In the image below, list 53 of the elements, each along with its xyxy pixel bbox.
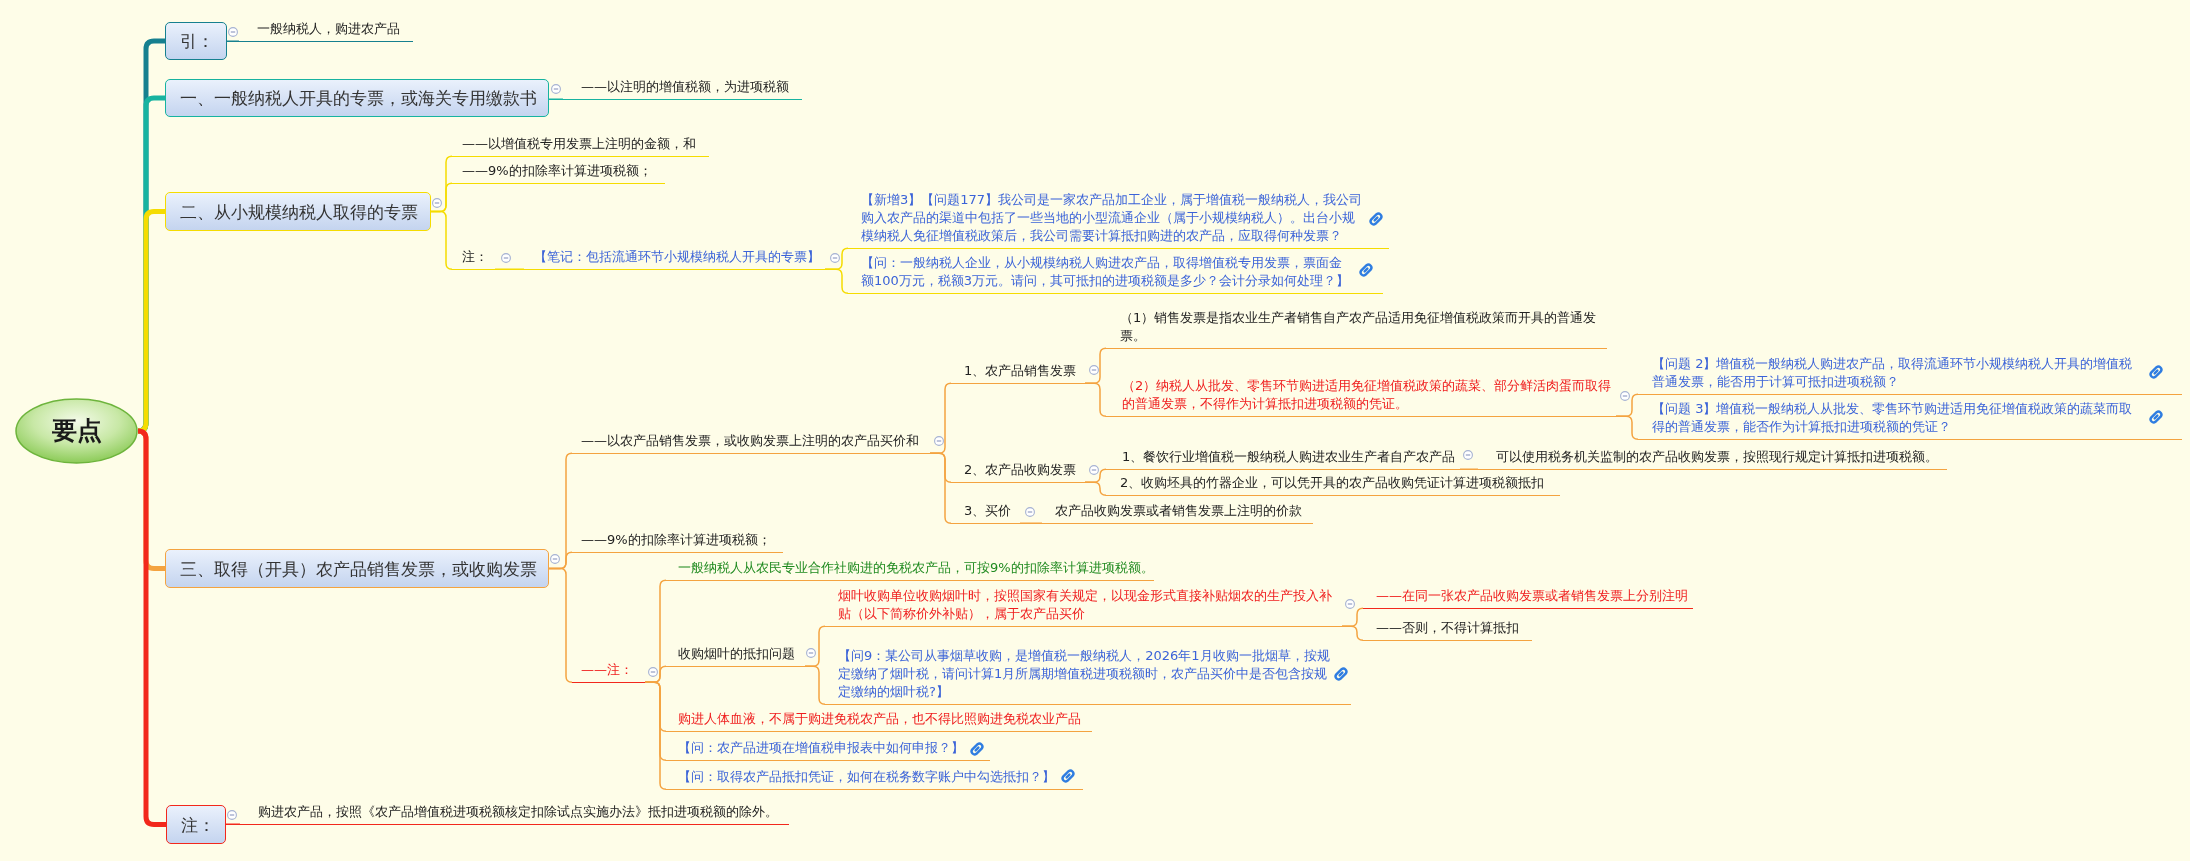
topic-text: ——9%的扣除率计算进项税额； bbox=[572, 529, 783, 553]
connector-line bbox=[1084, 481, 1107, 496]
topic-text: 【笔记：包括流通环节小规模纳税人开具的专票】 bbox=[524, 246, 825, 270]
connector-line bbox=[430, 210, 453, 270]
connector-line bbox=[494, 268, 525, 270]
topic-box: 引： bbox=[165, 22, 227, 60]
topic-text: ——以注明的增值税额，为进项税额 bbox=[563, 76, 802, 100]
topic-text: ——在同一张农产品收购发票或者销售发票上分别注明 bbox=[1363, 585, 1693, 609]
topic-text: 【问：取得农产品抵扣凭证，如何在税务数字账户中勾选抵扣？】 bbox=[678, 769, 1055, 784]
topic-text: 可以使用税务机关监制的农产品收购发票，按照现行规定计算抵扣进项税额。 bbox=[1478, 446, 1947, 470]
connector-line bbox=[548, 567, 573, 683]
connector-line bbox=[929, 452, 952, 524]
topic-box: 注： bbox=[166, 805, 226, 844]
topic-text: 1、农产品销售发票 bbox=[951, 360, 1085, 384]
topic-text: ——以增值税专用发票上注明的金额，和 bbox=[452, 133, 709, 157]
connector-line bbox=[1084, 382, 1107, 417]
topic-text: 【问题 2】增值税一般纳税人购进农产品，取得流通环节小规模纳税人开具的增值税普通发票，能否用于计算可抵扣进项税额？ bbox=[1652, 355, 2134, 391]
root-label: 要点 bbox=[51, 416, 102, 446]
topic-text: 一般纳税人，购进农产品 bbox=[239, 18, 413, 42]
topic-text: 【问：农产品进项在增值税申报表中如何申报？】 bbox=[678, 740, 964, 755]
topic-text: （1）销售发票是指农业生产者销售自产农产品适用免征增值税政策而开具的普通发票。 bbox=[1106, 307, 1607, 349]
topic-box: 三、取得（开具）农产品销售发票，或收购发票 bbox=[165, 549, 549, 588]
connector-line bbox=[1341, 625, 1364, 641]
topic-text: 2、农产品收购发票 bbox=[951, 459, 1085, 483]
topic-box: 二、从小规模纳税人取得的专票 bbox=[165, 192, 431, 231]
connector-line bbox=[804, 665, 826, 705]
connector-line bbox=[1459, 468, 1479, 470]
topic-text: 【问9：某公司从事烟草收购，是增值税一般纳税人，2026年1月收购一批烟草，按规定缴纳了烟叶税，请问计算1月所属期增值税进项税额时，农产品买价中是否包含按规定缴纳的烟叶税?】 bbox=[838, 647, 1330, 701]
topic-text: ——以农产品销售发票，或收购发票上注明的农产品买价和 bbox=[572, 430, 930, 454]
topic-text: 一般纳税人从农民专业合作社购进的免税农产品，可按9%的扣除率计算进项税额。 bbox=[666, 557, 1154, 581]
connector-line bbox=[1615, 415, 1639, 440]
connector-line bbox=[824, 268, 849, 294]
topic-text: ——否则，不得计算抵扣 bbox=[1363, 617, 1532, 641]
topic-text: ——注： bbox=[572, 659, 645, 683]
topic-text: ——9%的扣除率计算进项税额； bbox=[452, 160, 665, 184]
topic-text: 购进人体血液，不属于购进免税农产品，也不得比照购进免税农业产品 bbox=[666, 708, 1092, 732]
topic-text: 农产品收购发票或者销售发票上注明的价款 bbox=[1042, 500, 1313, 524]
topic-text: 【问题 3】增值税一般纳税人从批发、零售环节购进适用免征增值税政策的蔬菜而取得的普通发票，能否作为计算抵扣进项税额的凭证？ bbox=[1652, 400, 2134, 436]
topic-text: 注： bbox=[452, 246, 495, 270]
topic-text: 【新增3】【问题177】我公司是一家农产品加工企业，属于增值税一般纳税人，我公司购入农产品的渠道中包括了一些当地的小型流通企业（属于小规模纳税人）。出台小规模纳税人免征增值税政策后，我公司需要计算抵扣购进的农产品，应取得何种发票？ bbox=[861, 191, 1363, 245]
topic-text: （2）纳税人从批发、零售环节购进适用免征增值税政策的蔬菜、部分鲜活肉蛋而取得的普通发票，不得作为计算抵扣进项税额的凭证。 bbox=[1106, 375, 1616, 417]
topic-text: 1、餐饮行业增值税一般纳税人购进农业生产者自产农产品 bbox=[1106, 446, 1460, 470]
topic-text: 烟叶收购单位收购烟叶时，按照国家有关规定，以现金形式直接补贴烟农的生产投入补贴（以下简称价外补贴），属于农产品买价 bbox=[825, 585, 1342, 627]
topic-text: 2、收购坯具的竹器企业，可以凭开具的农产品收购凭证计算进项税额抵扣 bbox=[1106, 472, 1560, 496]
topic-text: 购进农产品，按照《农产品增值税进项税额核定扣除试点实施办法》抵扣进项税额的除外。 bbox=[240, 801, 789, 825]
connector-line bbox=[644, 681, 667, 790]
topic-text: 3、买价 bbox=[951, 500, 1020, 524]
topic-box: 一、一般纳税人开具的专票，或海关专用缴款书 bbox=[165, 79, 549, 117]
topic-text: 【问：一般纳税人企业，从小规模纳税人购进农产品，取得增值税专用发票，票面金额100万元，税额3万元。请问，其可抵扣的进项税额是多少？会计分录如何处理？】 bbox=[861, 254, 1351, 290]
underlined-topic bbox=[666, 766, 1083, 790]
root-ellipse bbox=[15, 398, 138, 464]
connector-line bbox=[1019, 522, 1043, 524]
topic-text: 收购烟叶的抵扣问题 bbox=[666, 643, 805, 667]
